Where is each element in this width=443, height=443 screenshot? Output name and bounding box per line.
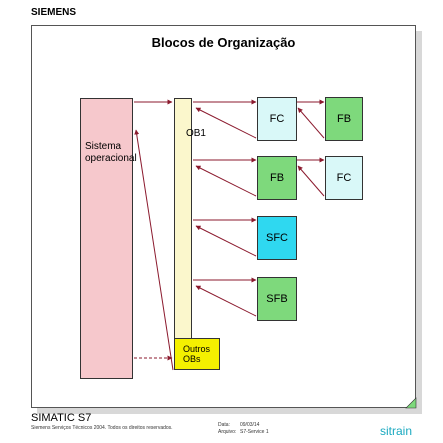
brand-logo: SIEMENS	[31, 7, 77, 18]
fc-block-2: FC	[325, 156, 363, 200]
sfb-block: SFB	[257, 277, 297, 321]
footer-file-value: S7-Service 1	[240, 429, 269, 435]
outros-obs-block: Outros OBs	[174, 338, 220, 370]
corner-fold	[405, 397, 417, 409]
fb-block-2: FB	[257, 156, 297, 200]
arrow-fb-to-ob1	[195, 165, 257, 197]
sitrain-logo: sitrain	[380, 424, 413, 438]
arrow-fc-to-ob1	[195, 107, 257, 139]
ob1-label: OB1	[185, 128, 206, 139]
footer-file-label: Arquivo:	[218, 429, 237, 435]
footer-copyright: Siemens Serviços Técnicos 2004. Todos os…	[31, 425, 173, 431]
footer-date-label: Data:	[218, 422, 230, 428]
sistema-label-line1: Sistema	[85, 141, 122, 152]
outros-label-line1: Outros	[183, 344, 211, 354]
sfc-block: SFC	[257, 216, 297, 260]
arrow-sfc-to-ob1	[195, 225, 257, 257]
fc-block-1: FC	[257, 97, 297, 141]
slide-title: Blocos de Organização	[151, 35, 296, 50]
arrow-fc2-to-fb	[297, 165, 325, 197]
sistema-operacional-block: Sistema operacional	[80, 98, 137, 379]
footer-date-value: 09/03/14	[240, 422, 260, 428]
arrow-ob1-to-sys	[134, 129, 174, 371]
arrow-sfb-to-ob1	[195, 285, 257, 317]
fb-block-1: FB	[325, 97, 363, 141]
footer-product: SIMATIC S7	[31, 412, 92, 424]
arrow-fb-to-fc	[297, 107, 325, 139]
sistema-label-line2: operacional	[85, 153, 137, 164]
outros-label-line2: OBs	[183, 354, 201, 364]
